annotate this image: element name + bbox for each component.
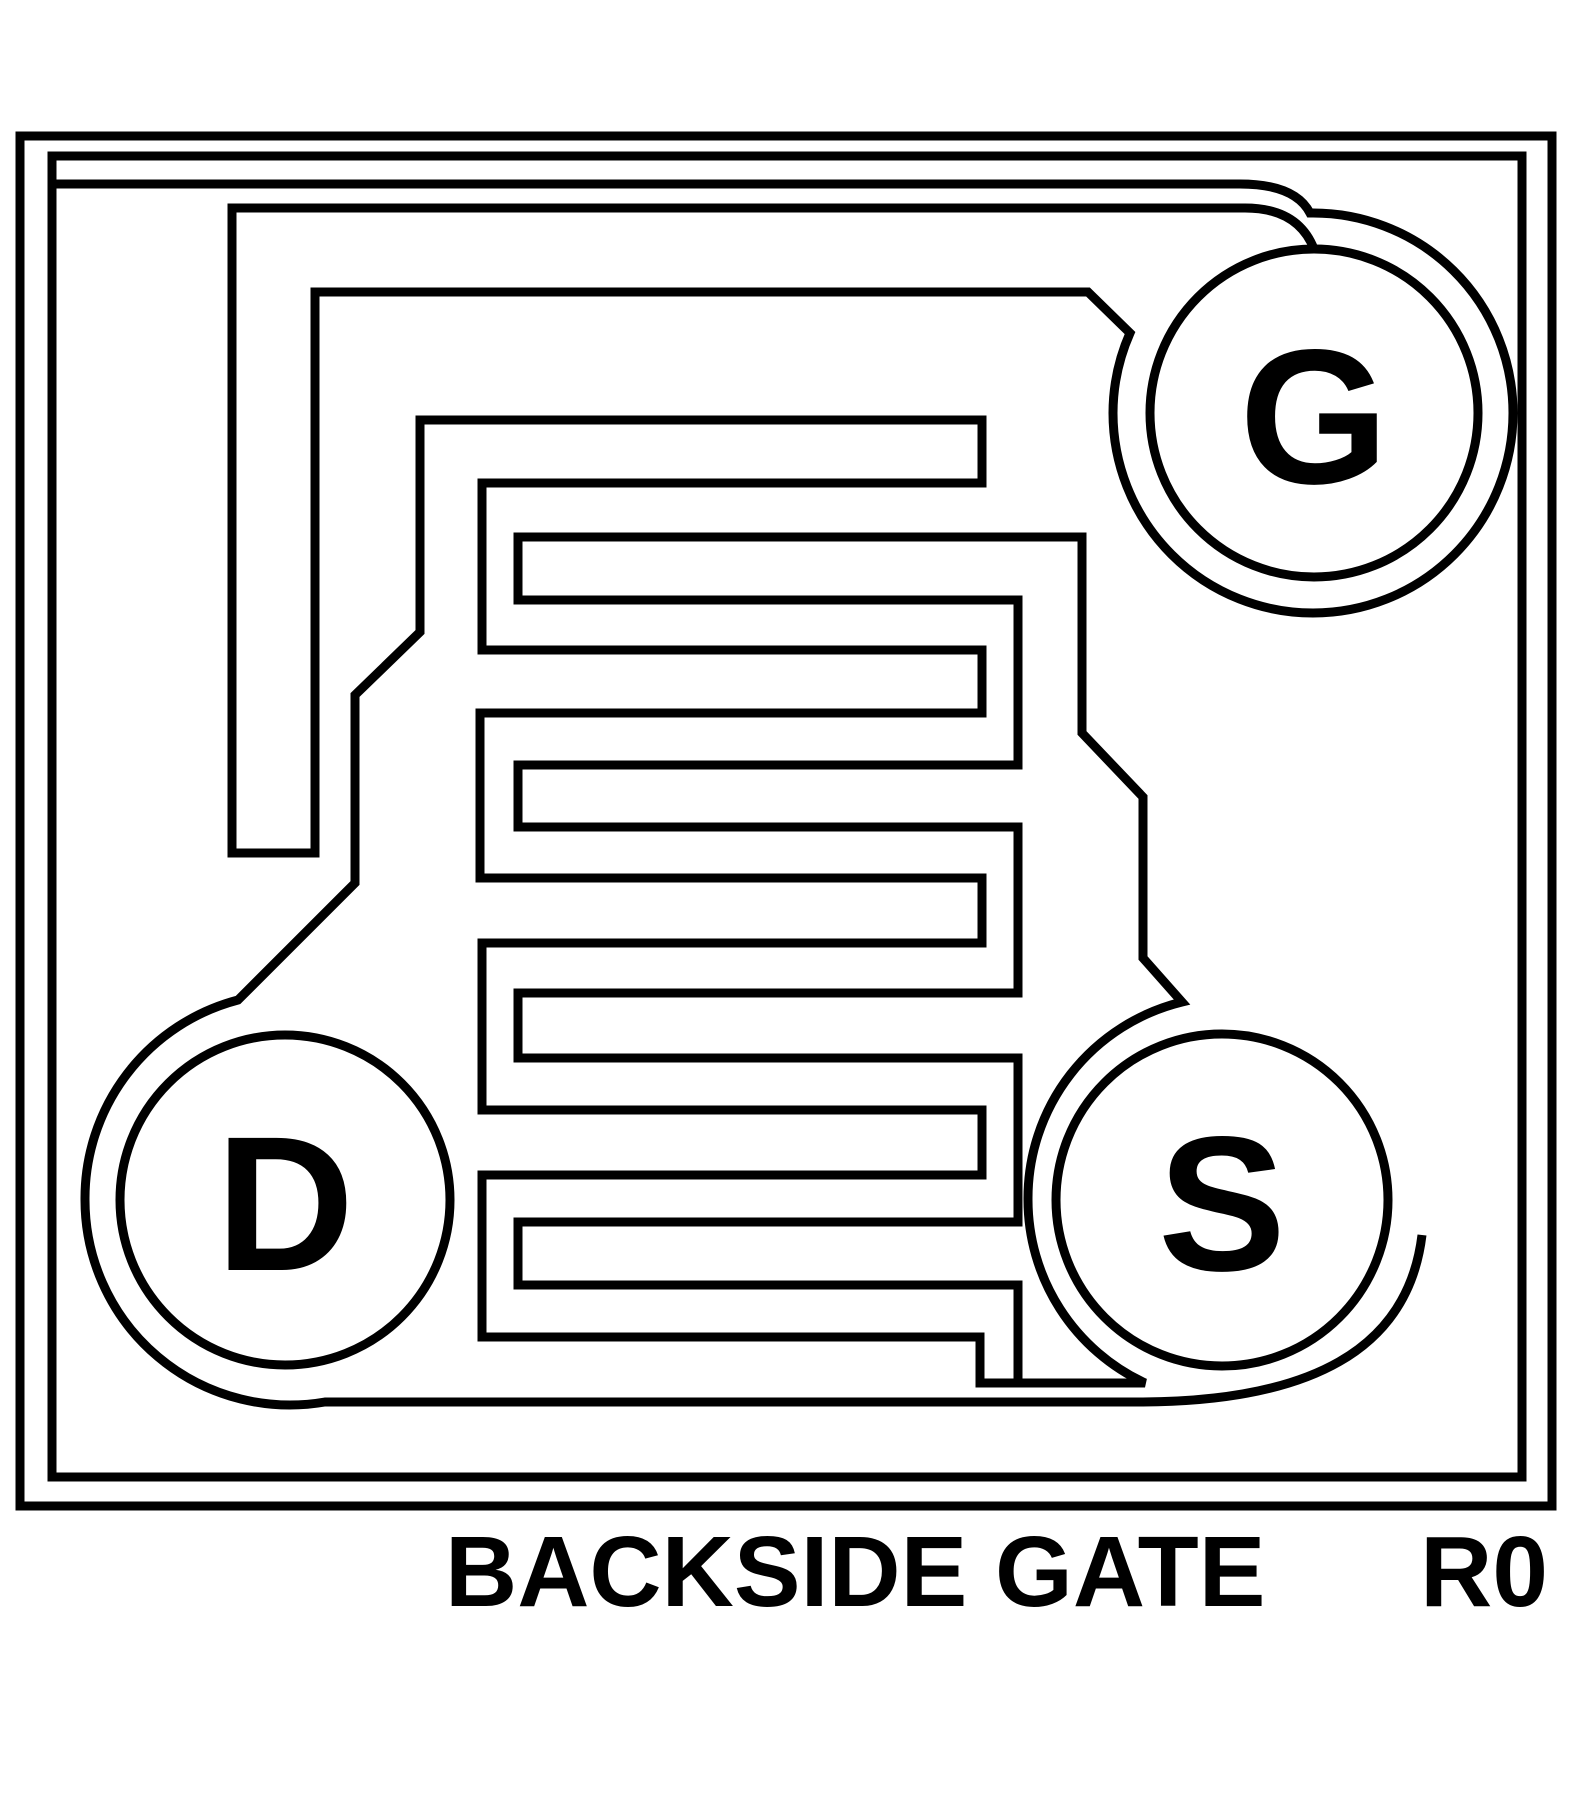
die-inner-border [47,151,1527,1482]
gate-pad-label: G [1239,309,1388,524]
source-drain-serpentine-outline [80,415,1427,1410]
gate-pad-circle [1145,244,1483,582]
gate-trace-outline [56,179,1518,858]
drain-pad-circle [115,1030,455,1370]
die-outer-border [15,131,1557,1511]
revision-label: R0 [1420,1516,1548,1628]
source-pad-circle [1051,1029,1393,1371]
source-pad-label: S [1158,1096,1286,1311]
drain-pad-label: D [216,1096,355,1311]
backside-gate-caption: BACKSIDE GATE [445,1516,1265,1628]
